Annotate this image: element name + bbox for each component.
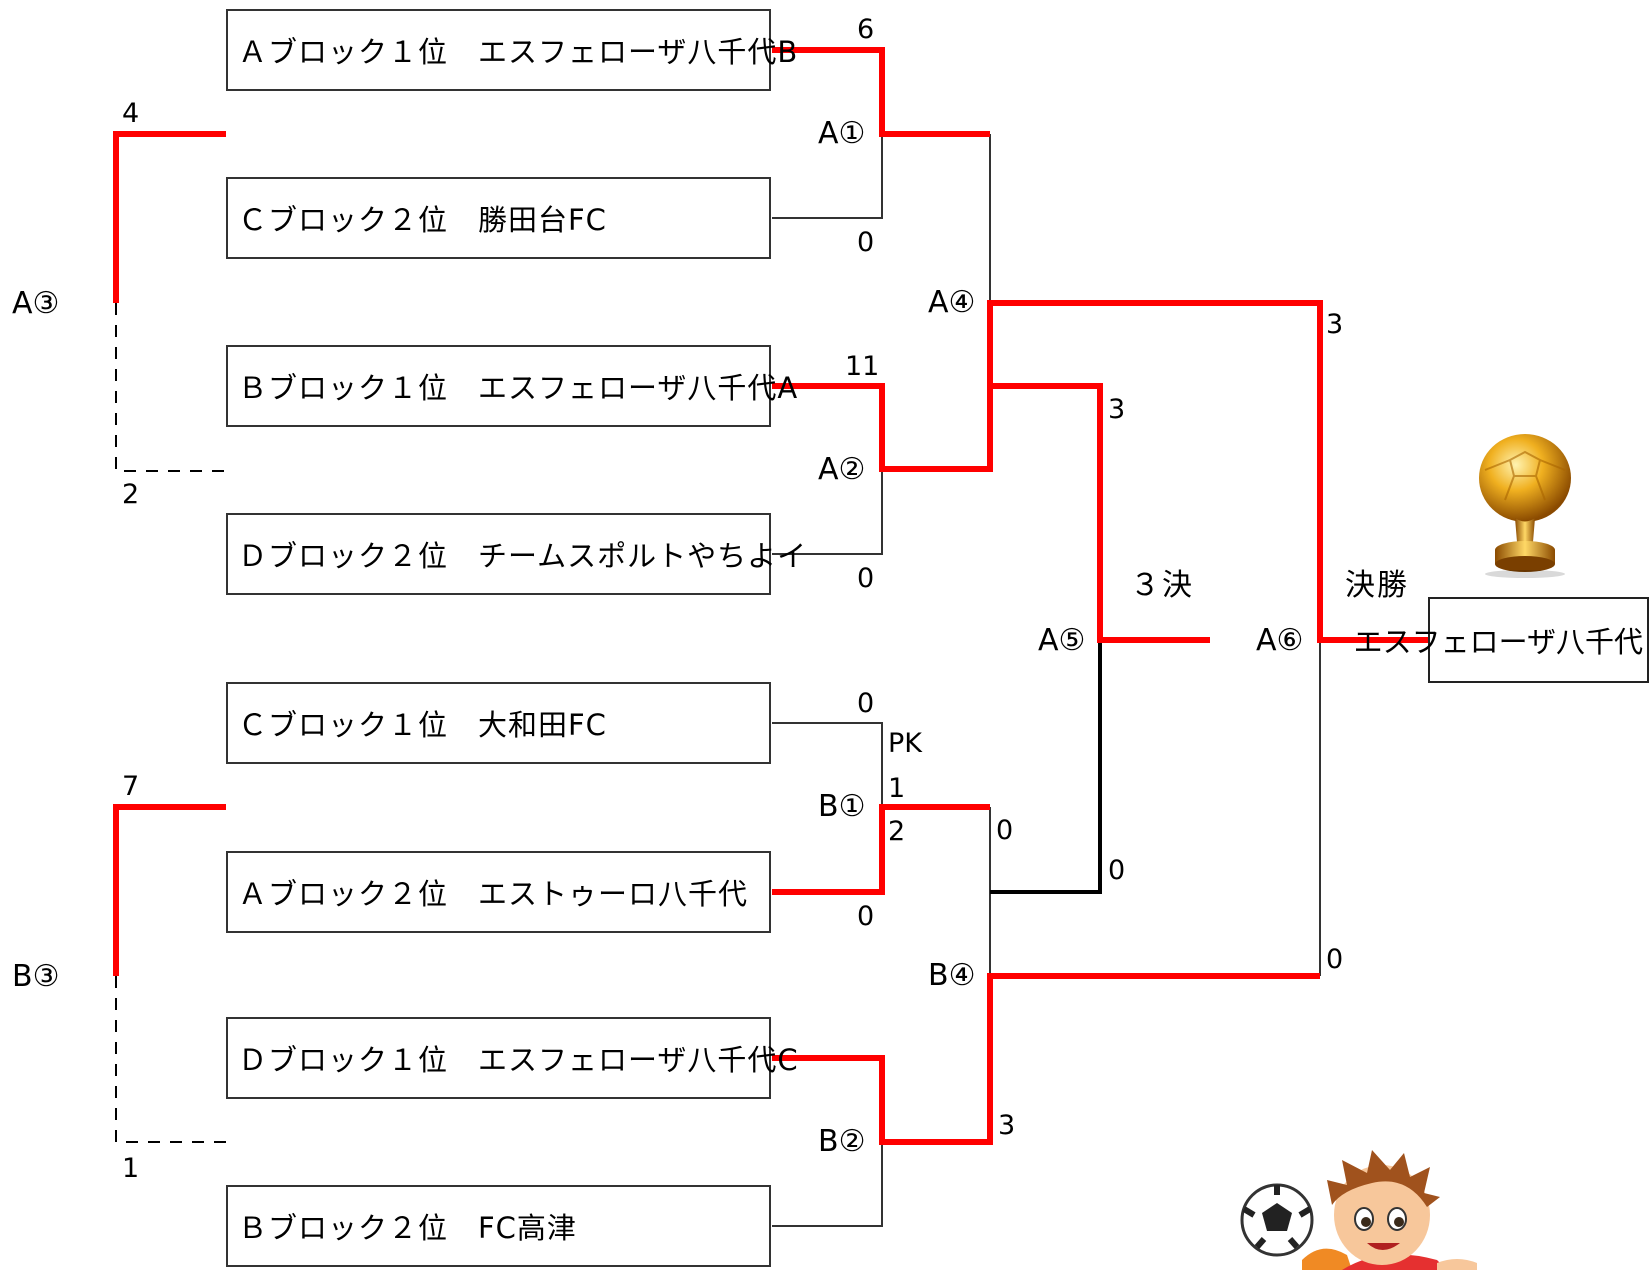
score: 0 bbox=[1108, 855, 1126, 886]
score: 0 bbox=[857, 901, 875, 932]
score: 7 bbox=[122, 771, 140, 802]
soccer-player-illustration bbox=[1240, 1150, 1477, 1270]
score: 0 bbox=[857, 688, 875, 719]
score: 2 bbox=[888, 816, 906, 847]
team-name: Ａブロック１位 エスフェローザ八千代B bbox=[238, 35, 799, 69]
team-name: Ｄブロック２位 チームスポルトやちよイ bbox=[238, 539, 808, 573]
score: 0 bbox=[1326, 944, 1344, 975]
champion-name: エスフェローザ八千代 bbox=[1353, 625, 1643, 659]
match-label-a3: A③ bbox=[12, 286, 60, 321]
match-label-b3: B③ bbox=[12, 959, 60, 994]
match-label-a5: A⑤ bbox=[1038, 623, 1086, 658]
match-label-a4: A④ bbox=[928, 285, 976, 320]
team-box: Ｃブロック２位 勝田台FC bbox=[226, 177, 771, 259]
team-box: Ｃブロック１位 大和田FC bbox=[226, 682, 771, 764]
match-label-b2: B② bbox=[818, 1124, 866, 1159]
match-label-b4: B④ bbox=[928, 958, 976, 993]
score: 3 bbox=[1108, 394, 1126, 425]
team-name: Ｂブロック２位 FC高津 bbox=[238, 1211, 577, 1245]
team-box: Ａブロック２位 エストゥーロ八千代 bbox=[226, 851, 771, 933]
score: 0 bbox=[996, 815, 1014, 846]
champion-box: エスフェローザ八千代 bbox=[1354, 597, 1649, 683]
score: 6 bbox=[857, 14, 875, 45]
match-label-a1: A① bbox=[818, 116, 866, 151]
match-label-a2: A② bbox=[818, 452, 866, 487]
score: 4 bbox=[122, 98, 140, 129]
score: 11 bbox=[845, 351, 880, 382]
team-box: Ｂブロック１位 エスフェローザ八千代A bbox=[226, 345, 797, 427]
team-box: Ｄブロック２位 チームスポルトやちよイ bbox=[226, 513, 806, 595]
trophy-icon bbox=[1479, 434, 1571, 578]
score: 1 bbox=[122, 1153, 140, 1184]
match-label-b1: B① bbox=[818, 789, 866, 824]
team-name: Ａブロック２位 エストゥーロ八千代 bbox=[238, 877, 749, 911]
pk-label: PK bbox=[888, 728, 922, 759]
round-title-final: 決勝 bbox=[1345, 568, 1409, 603]
team-box: Ｄブロック１位 エスフェローザ八千代C bbox=[226, 1017, 798, 1099]
score: 0 bbox=[857, 563, 875, 594]
score: 0 bbox=[857, 227, 875, 258]
team-box: Ａブロック１位 エスフェローザ八千代B bbox=[226, 9, 797, 91]
team-name: Ｄブロック１位 エスフェローザ八千代C bbox=[238, 1043, 799, 1077]
score: 3 bbox=[998, 1110, 1016, 1141]
team-name: Ｃブロック１位 大和田FC bbox=[238, 708, 607, 742]
match-label-a6: A⑥ bbox=[1256, 623, 1304, 658]
team-name: Ｂブロック１位 エスフェローザ八千代A bbox=[238, 371, 799, 405]
score: 3 bbox=[1326, 309, 1344, 340]
score: 1 bbox=[888, 773, 906, 804]
team-box: Ｂブロック２位 FC高津 bbox=[226, 1185, 771, 1267]
score: 2 bbox=[122, 479, 140, 510]
round-title-third-place: ３決 bbox=[1130, 568, 1194, 603]
team-name: Ｃブロック２位 勝田台FC bbox=[238, 203, 607, 237]
